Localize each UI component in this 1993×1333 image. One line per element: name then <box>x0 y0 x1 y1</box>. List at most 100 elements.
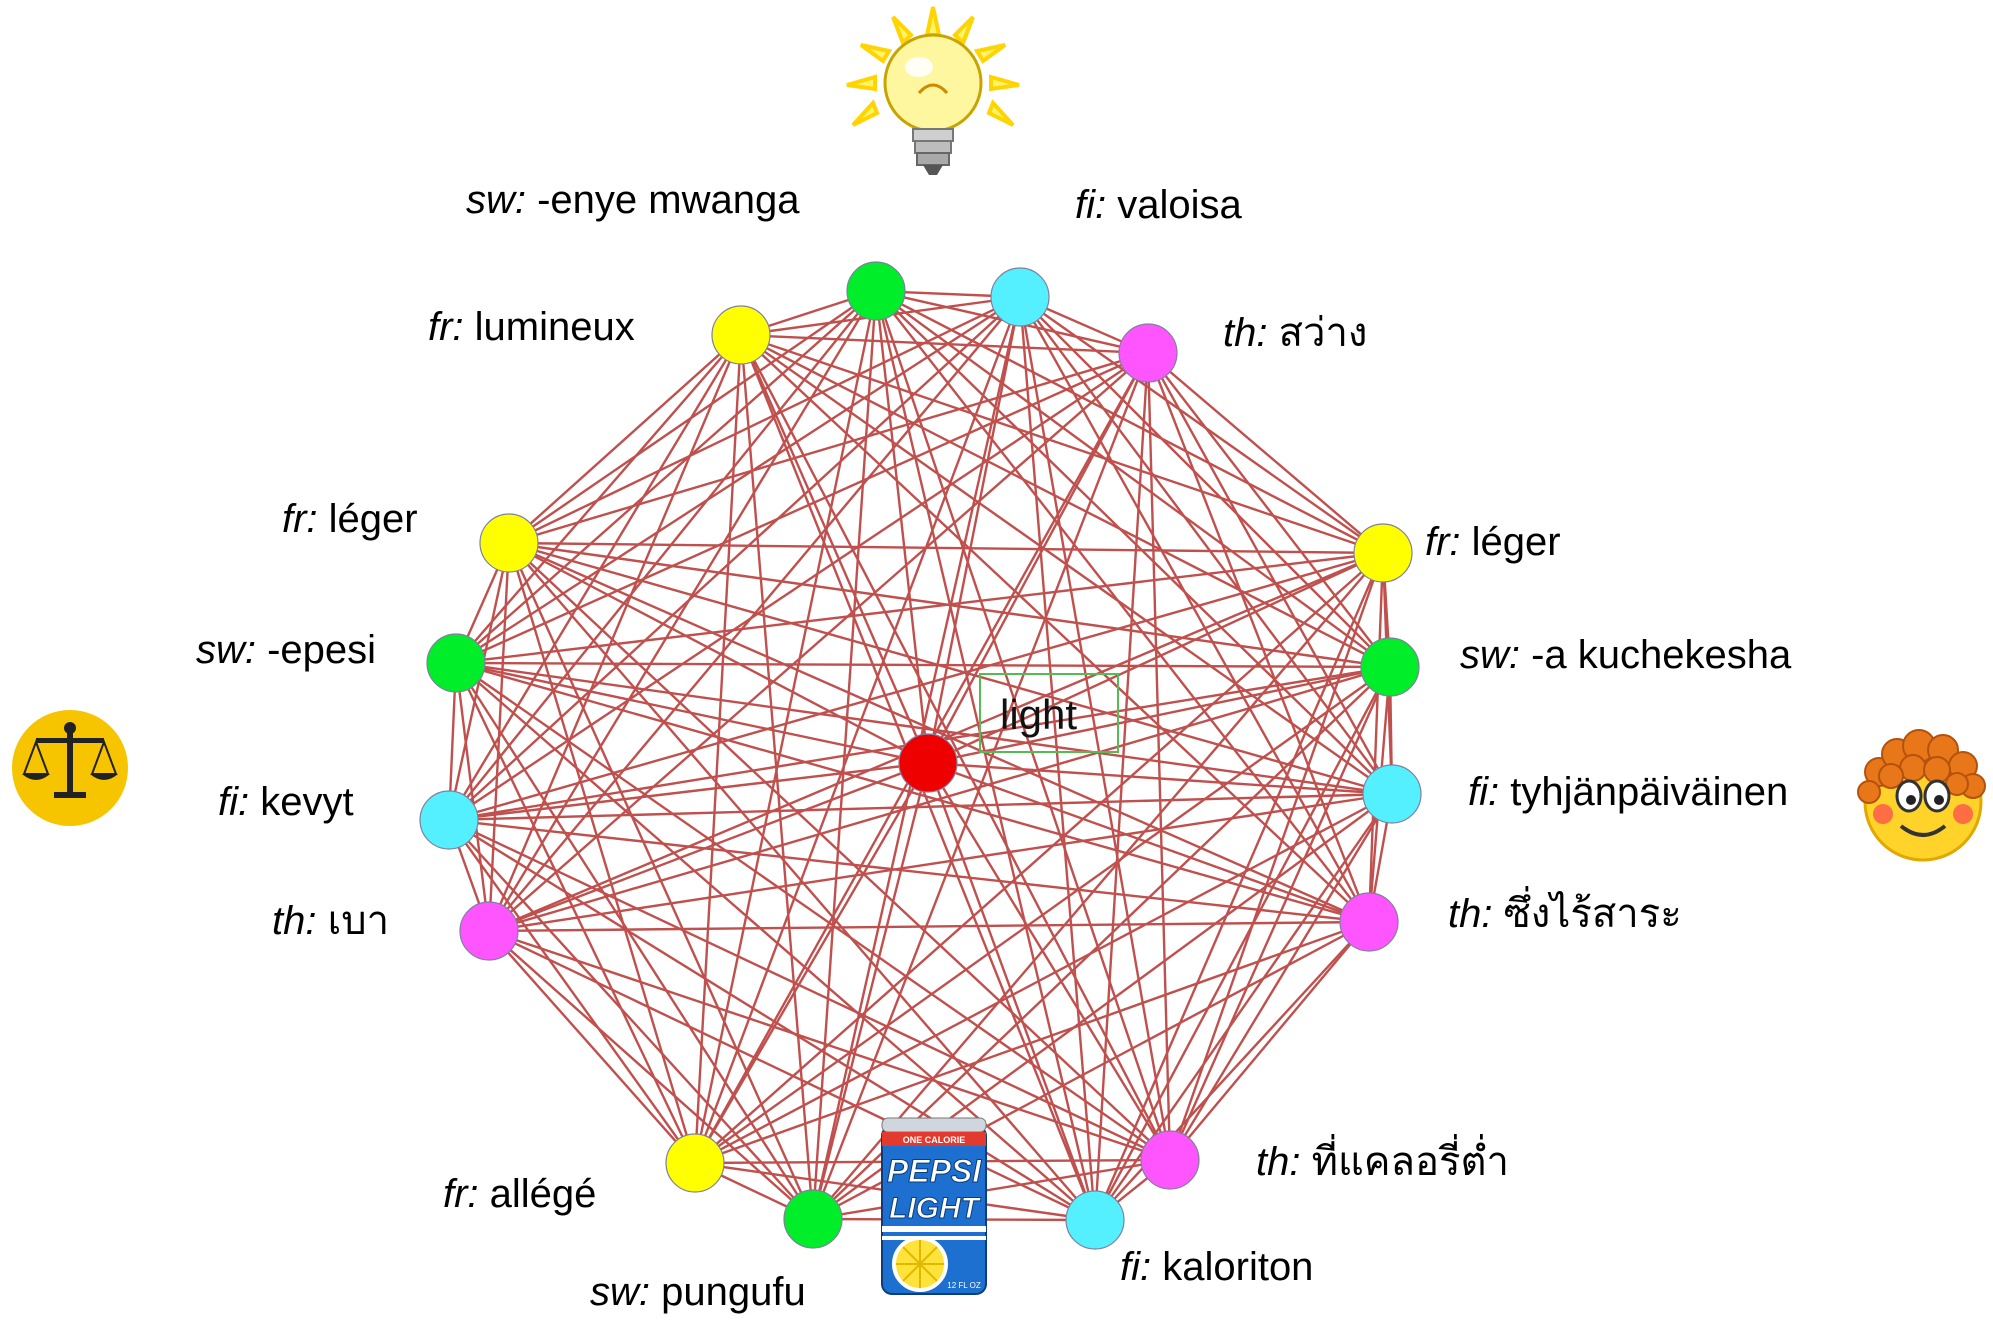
edge-fi-kaloriton--fi-kevyt <box>448 818 1096 1222</box>
edge-center--th-sawang <box>926 352 1150 764</box>
label-lang-th-bao: th: <box>272 899 316 943</box>
edge-th-sing-rai-sara--fi-kevyt <box>448 818 1370 924</box>
edge-th-sing-rai-sara--fr-lumineux <box>740 334 1370 923</box>
label-fr-lumineux: fr: lumineux <box>428 305 635 349</box>
edge-th-sing-rai-sara--sw-epesi <box>455 661 1370 924</box>
label-lang-sw-pungufu: sw: <box>590 1270 650 1314</box>
edge-th-sawang--th-calorie-tam <box>1146 352 1172 1161</box>
edge-center--th-sing-rai-sara <box>927 761 1370 924</box>
edge-sw-enye-mwanga--fi-tyhjanpaivainen <box>875 290 1393 795</box>
node-layer <box>419 261 1422 1250</box>
center-edge-layer <box>448 290 1393 1221</box>
can-band-text: ONE CALORIE <box>903 1135 966 1145</box>
node-sw-a-kuchekesha[interactable] <box>1360 637 1420 697</box>
can-brand-text: PEPSI <box>887 1153 982 1189</box>
edge-fi-tyhjanpaivainen--fr-leger-left <box>508 541 1393 796</box>
edge-sw-pungufu--fi-kevyt <box>448 819 814 1220</box>
edge-fi-tyhjanpaivainen--fi-kevyt <box>448 792 1393 822</box>
label-fi-valoisa: fi: valoisa <box>1075 183 1243 227</box>
edge-sw-enye-mwanga--fi-kaloriton <box>874 290 1097 1221</box>
edge-fi-tyhjanpaivainen--fr-allege <box>694 792 1393 1165</box>
edge-center--fi-tyhjanpaivainen <box>927 761 1393 796</box>
scales-of-justice-icon <box>12 710 128 826</box>
label-fi-kaloriton: fi: kaloriton <box>1120 1245 1313 1289</box>
label-lang-fi-valoisa: fi: <box>1075 183 1106 227</box>
light-bulb-icon <box>846 6 1020 175</box>
label-word-fi-kevyt: kevyt <box>249 780 353 824</box>
node-th-sing-rai-sara[interactable] <box>1339 892 1399 952</box>
label-word-th-bao: เบา <box>316 899 389 943</box>
label-fr-leger-right: fr: léger <box>1425 520 1561 564</box>
node-fi-valoisa[interactable] <box>990 267 1050 327</box>
label-lang-fr-lumineux: fr: <box>428 305 464 349</box>
node-fr-leger-left[interactable] <box>479 513 539 573</box>
edge-center--fi-kaloriton <box>926 762 1097 1221</box>
node-fr-allege[interactable] <box>665 1133 725 1193</box>
edge-th-sawang--fr-leger-left <box>508 351 1149 545</box>
edge-th-sawang--fr-leger-right <box>1147 352 1384 554</box>
edge-center--th-bao <box>488 761 929 933</box>
label-sw-pungufu: sw: pungufu <box>590 1270 806 1314</box>
label-lang-sw-a-kuchekesha: sw: <box>1460 633 1520 677</box>
edge-th-sawang--sw-a-kuchekesha <box>1147 352 1391 668</box>
edge-center--fr-leger-left <box>508 541 929 765</box>
label-word-fr-allege: allégé <box>479 1172 597 1216</box>
node-th-sawang[interactable] <box>1118 323 1178 383</box>
edge-sw-pungufu--fr-lumineux <box>739 334 815 1220</box>
edge-sw-enye-mwanga--sw-a-kuchekesha <box>875 290 1391 668</box>
edge-th-sawang--th-bao <box>488 352 1149 932</box>
label-lang-fr-leger-left: fr: <box>282 497 318 541</box>
node-th-calorie-tam[interactable] <box>1140 1130 1200 1190</box>
node-fi-kaloriton[interactable] <box>1065 1190 1125 1250</box>
edge-th-sawang--fi-kaloriton <box>1093 352 1150 1221</box>
edge-th-sawang--sw-epesi <box>455 351 1149 665</box>
node-fr-leger-right[interactable] <box>1353 523 1413 583</box>
label-lang-fi-kevyt: fi: <box>218 780 249 824</box>
edge-sw-a-kuchekesha--sw-epesi <box>455 661 1391 669</box>
edge-sw-enye-mwanga--fr-allege <box>693 290 878 1164</box>
label-fi-tyhjanpaivainen: fi: tyhjänpäiväinen <box>1468 770 1788 814</box>
edge-fr-allege--th-bao <box>488 930 696 1164</box>
edge-sw-a-kuchekesha--fr-lumineux <box>740 333 1391 669</box>
edge-fr-allege--fr-leger-left <box>507 542 697 1164</box>
can-volume-text: 12 FL OZ <box>947 1281 981 1290</box>
label-word-sw-a-kuchekesha: -a kuchekesha <box>1520 633 1792 677</box>
edge-fi-valoisa--fr-leger-right <box>1019 296 1384 554</box>
node-sw-pungufu[interactable] <box>783 1189 843 1249</box>
label-lang-th-sawang: th: <box>1223 311 1267 355</box>
edge-fr-leger-right--fr-allege <box>694 552 1384 1164</box>
edge-layer <box>447 289 1394 1222</box>
center-label-box <box>979 673 1119 753</box>
edge-th-sawang--th-sing-rai-sara <box>1146 352 1371 923</box>
edge-th-sing-rai-sara--th-bao <box>488 920 1370 933</box>
node-fr-lumineux[interactable] <box>711 305 771 365</box>
label-lang-th-sing-rai-sara: th: <box>1448 892 1492 936</box>
edge-sw-epesi--fr-lumineux <box>455 334 742 664</box>
edge-sw-a-kuchekesha--fi-kaloriton <box>1093 666 1392 1221</box>
label-th-sing-rai-sara: th: ซึ่งไร้สาระ <box>1448 886 1682 936</box>
node-fi-tyhjanpaivainen[interactable] <box>1362 764 1422 824</box>
edge-th-calorie-tam--sw-pungufu <box>812 1158 1171 1221</box>
label-word-fr-leger-left: léger <box>318 497 418 541</box>
edge-fi-kaloriton--th-bao <box>488 929 1096 1222</box>
edge-fr-leger-left--fr-lumineux <box>508 334 742 544</box>
label-word-sw-enye-mwanga: -enye mwanga <box>526 178 800 222</box>
edge-sw-pungufu--fr-leger-left <box>507 542 815 1220</box>
edge-th-bao--fr-lumineux <box>487 334 743 932</box>
edge-fi-valoisa--sw-epesi <box>455 295 1021 665</box>
edge-center--fi-valoisa <box>926 296 1022 764</box>
label-lang-fi-kaloriton: fi: <box>1120 1245 1151 1289</box>
label-lang-th-calorie-tam: th: <box>1256 1140 1300 1184</box>
smiley-face-icon <box>1857 729 1986 862</box>
node-center-light[interactable] <box>898 733 958 793</box>
node-sw-epesi[interactable] <box>426 633 486 693</box>
label-word-th-calorie-tam: ที่แคลอรี่ต่ำ <box>1300 1134 1508 1184</box>
node-fi-kevyt[interactable] <box>419 790 479 850</box>
edge-fi-kevyt--fr-lumineux <box>447 334 743 821</box>
edge-fr-allege--sw-epesi <box>454 662 697 1164</box>
edge-center--fr-lumineux <box>739 334 930 764</box>
edge-fr-allege--fr-lumineux <box>693 334 743 1164</box>
node-th-bao[interactable] <box>459 901 519 961</box>
node-sw-enye-mwanga[interactable] <box>846 261 906 321</box>
